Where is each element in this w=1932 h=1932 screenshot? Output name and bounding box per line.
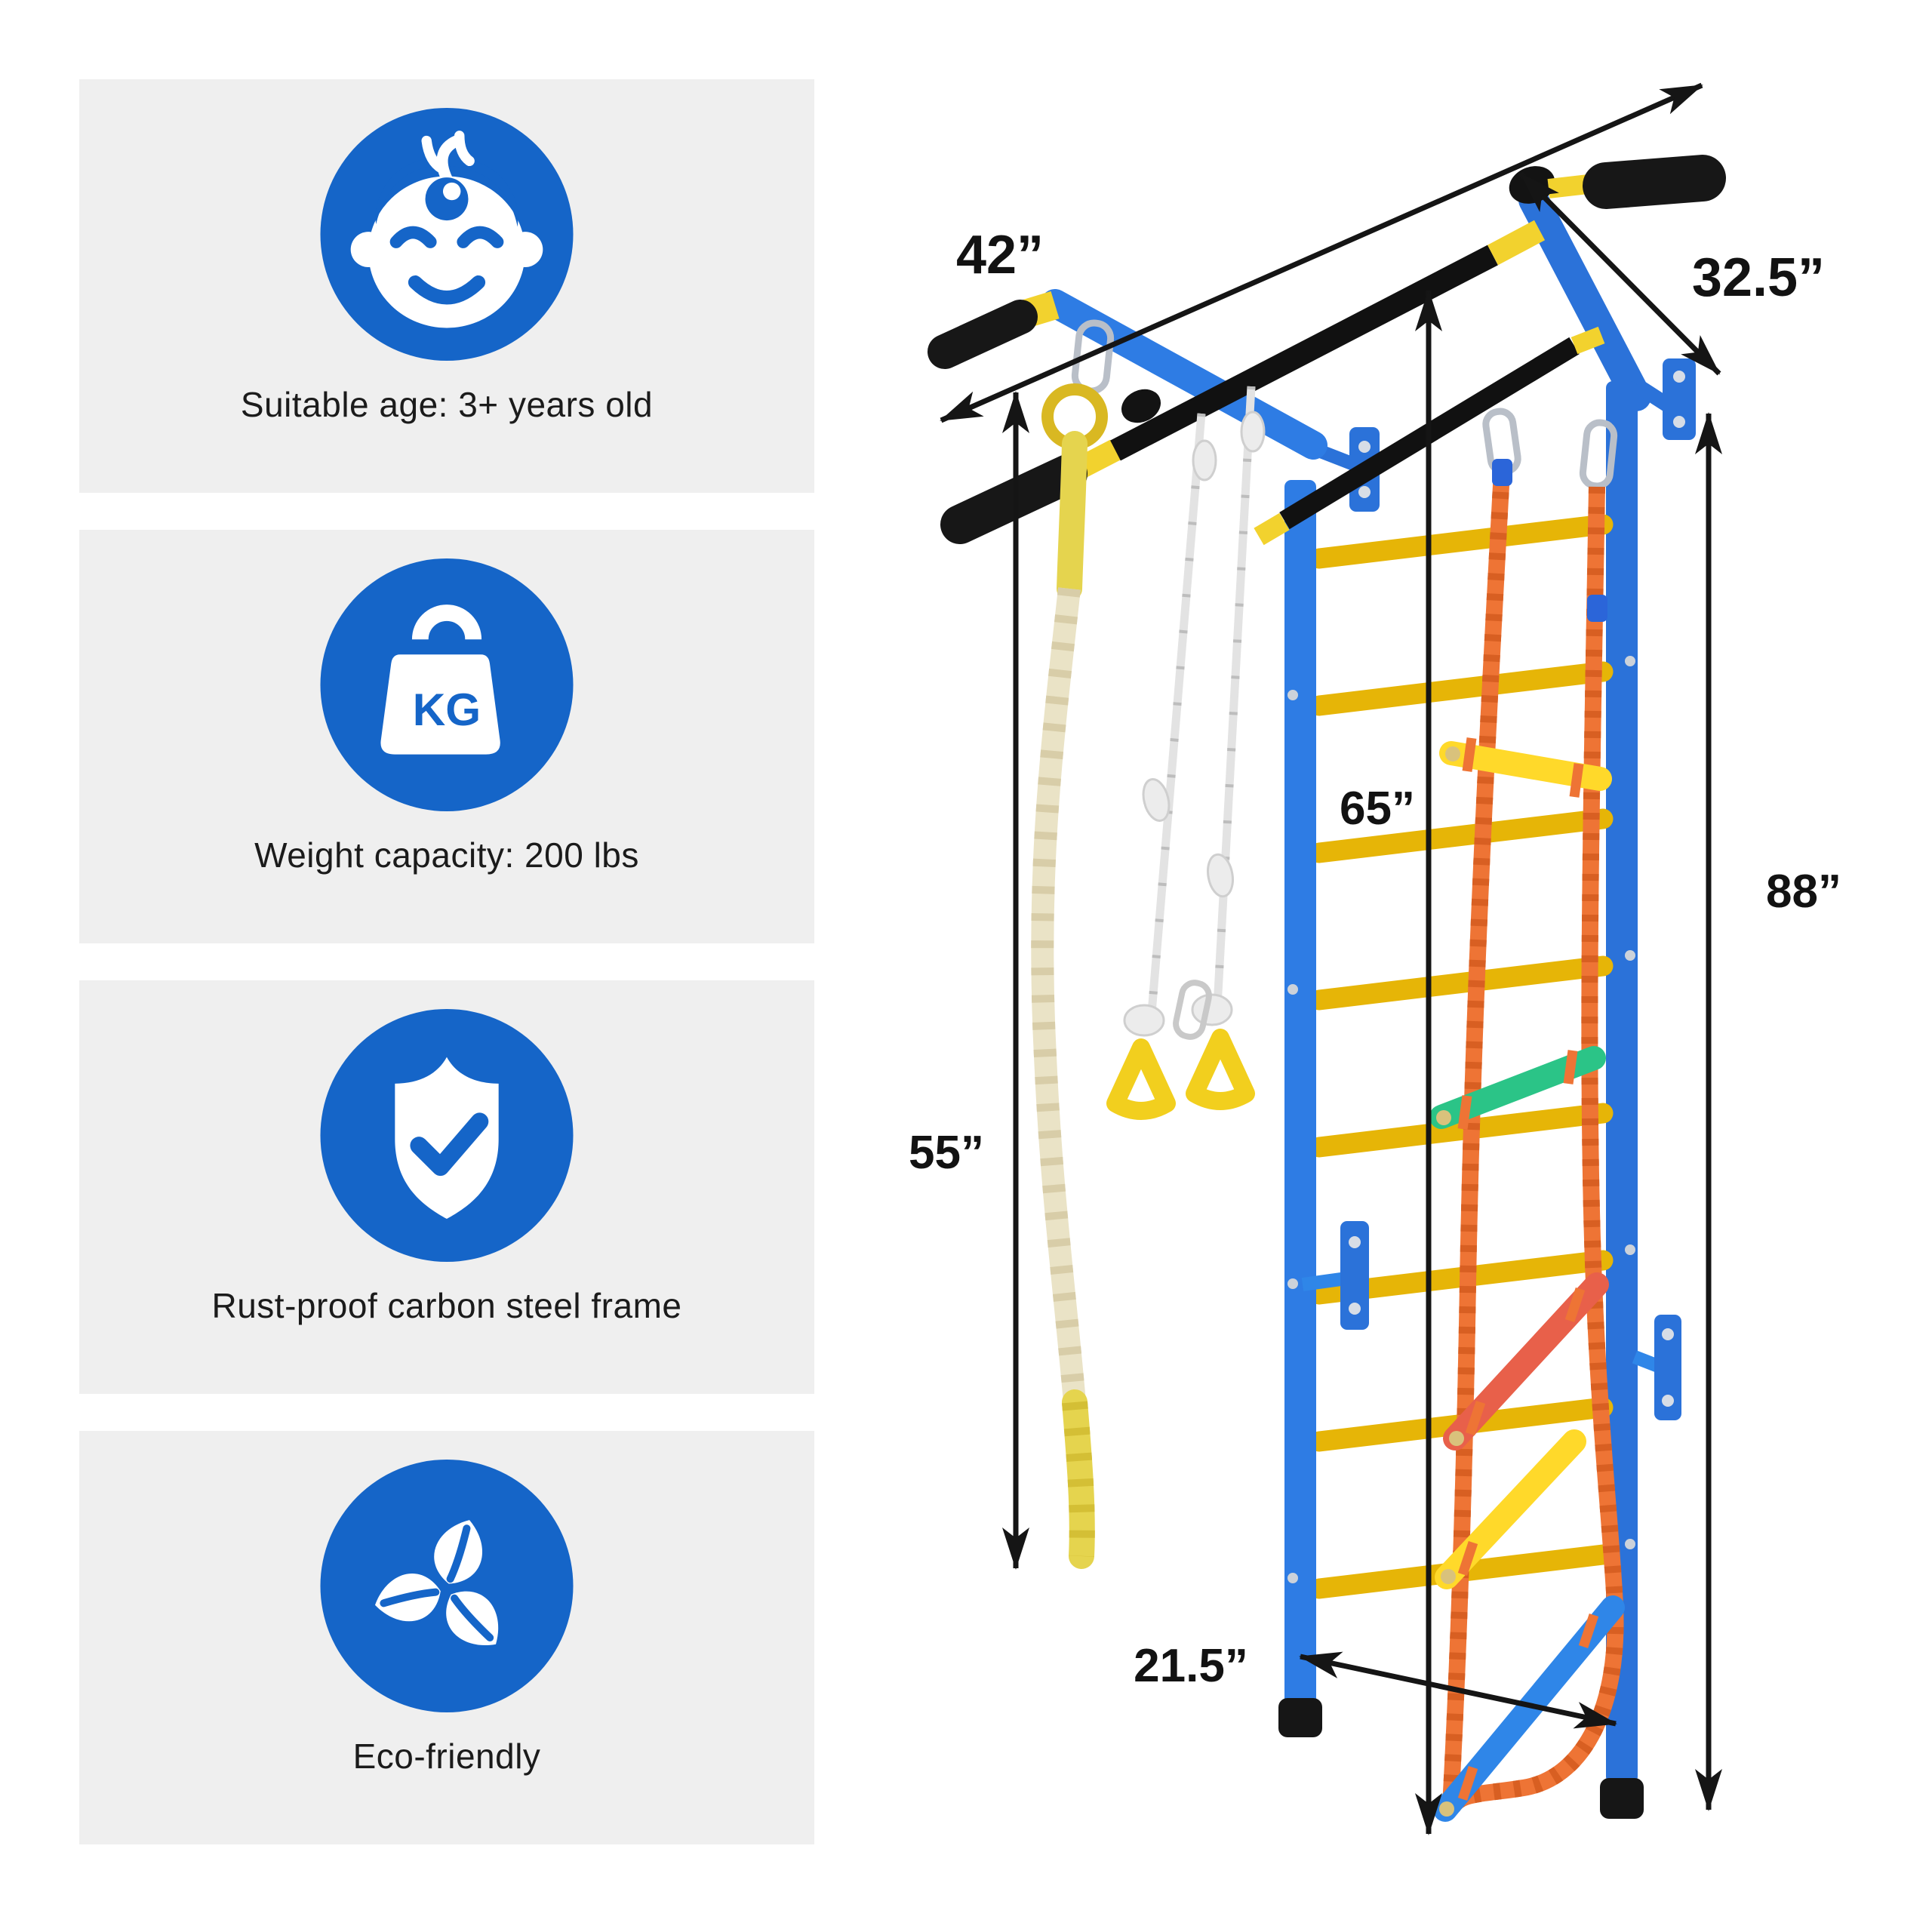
- rung-wood-cores: [1436, 746, 1464, 1817]
- shield-check-icon: [320, 1009, 574, 1262]
- arrow-depth: [1518, 171, 1721, 376]
- feature-card-frame: Rust-proof carbon steel frame: [79, 980, 814, 1394]
- label-bottom-width: 21.5”: [1134, 1640, 1248, 1692]
- feature-label-weight: Weight capacity: 200 lbs: [254, 835, 639, 875]
- gym-ring-left: [1106, 1038, 1176, 1120]
- wall-bracket-mid-left: [1340, 1221, 1369, 1330]
- label-rope-length: 55”: [909, 1127, 984, 1179]
- climbing-rope: [1031, 319, 1115, 1569]
- arrow-bottom-width: [1299, 1651, 1617, 1729]
- left-upper-grip: [928, 300, 1038, 369]
- rail-bolts: [1287, 656, 1635, 1583]
- feature-card-age: Suitable age: 3+ years old: [79, 79, 814, 493]
- feature-label-age: Suitable age: 3+ years old: [240, 385, 654, 424]
- label-total-height: 88”: [1766, 866, 1841, 918]
- eco-leaves-icon: [320, 1460, 574, 1712]
- right-rail: [1606, 381, 1638, 1783]
- ring-carabiner-icon: [1173, 980, 1212, 1040]
- gym-rings: [1106, 386, 1266, 1120]
- feature-label-eco: Eco-friendly: [352, 1737, 541, 1776]
- gym-ring-right: [1186, 1029, 1255, 1110]
- feature-card-weight: KG Weight capacity: 200 lbs: [79, 530, 814, 943]
- feature-card-eco: Eco-friendly: [79, 1431, 814, 1844]
- right-grip: [1583, 155, 1726, 209]
- rope-lashings: [1457, 737, 1599, 1801]
- label-ladder-height: 65”: [1340, 783, 1415, 835]
- rope-ladder-carabiner-right: [1579, 419, 1618, 490]
- kg-icon-text: KG: [413, 684, 481, 735]
- label-depth: 32.5”: [1692, 248, 1825, 308]
- feature-label-frame: Rust-proof carbon steel frame: [211, 1286, 682, 1325]
- weight-kg-icon: KG: [320, 558, 574, 811]
- label-top-width: 42”: [956, 225, 1044, 285]
- foot-cap-left: [1278, 1698, 1322, 1737]
- baby-icon: [320, 108, 574, 361]
- arrow-top-width: [940, 82, 1703, 423]
- left-rail: [1284, 480, 1316, 1706]
- wall-bracket-mid-right: [1654, 1315, 1681, 1420]
- foot-cap-right: [1600, 1778, 1644, 1819]
- dimension-arrows: [940, 82, 1722, 1835]
- dimension-labels: 42” 32.5” 65” 55” 88” 21.5”: [909, 225, 1841, 1692]
